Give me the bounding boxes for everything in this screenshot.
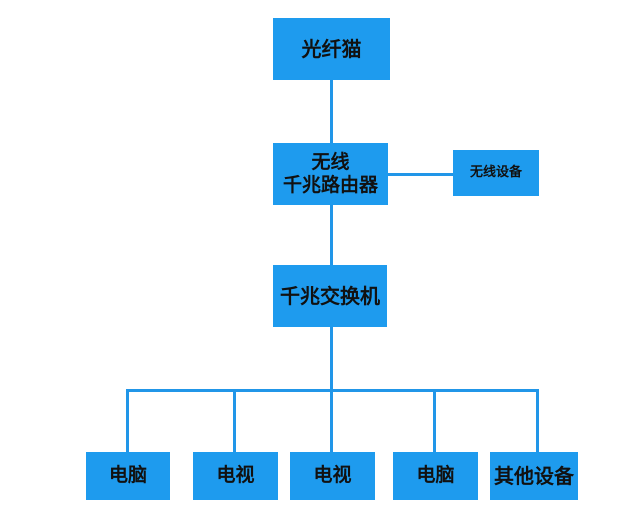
node-leaf-4-label: 其他设备 <box>494 463 574 488</box>
node-wireless-device-label: 无线设备 <box>469 165 522 181</box>
node-leaf-0-label: 电脑 <box>108 464 147 487</box>
node-leaf-other-devices: 其他设备 <box>490 452 578 500</box>
node-leaf-3-label: 电脑 <box>416 464 455 487</box>
connector-bus-to-leaf-4 <box>536 389 539 453</box>
node-wireless-gigabit-router: 无线千兆路由器 <box>273 143 388 205</box>
node-router-label-line1: 无线 <box>311 150 350 173</box>
node-leaf-computer-1: 电脑 <box>86 452 170 500</box>
node-leaf-tv-2: 电视 <box>290 452 375 500</box>
node-gigabit-switch-label: 千兆交换机 <box>280 283 380 308</box>
node-wireless-gigabit-router-label: 无线千兆路由器 <box>273 151 388 197</box>
connector-bus-to-leaf-3 <box>433 389 436 453</box>
connector-router-to-wireless-device <box>388 173 453 176</box>
node-fiber-modem: 光纤猫 <box>273 18 390 80</box>
node-leaf-computer-2: 电脑 <box>393 452 478 500</box>
node-router-label-line2: 千兆路由器 <box>282 174 378 196</box>
connector-bus-to-leaf-2 <box>330 389 333 453</box>
connector-bus-to-leaf-1 <box>233 389 236 453</box>
node-fiber-modem-label: 光纤猫 <box>301 36 362 61</box>
connector-bus-to-leaf-0 <box>126 389 129 453</box>
node-leaf-tv-1: 电视 <box>193 452 278 500</box>
connector-switch-to-bus <box>330 327 333 391</box>
connector-router-to-switch <box>330 205 333 265</box>
node-gigabit-switch: 千兆交换机 <box>273 265 387 327</box>
node-leaf-2-label: 电视 <box>313 464 352 487</box>
node-leaf-1-label: 电视 <box>216 464 255 487</box>
node-wireless-device: 无线设备 <box>453 150 539 196</box>
connector-modem-to-router <box>330 80 333 143</box>
